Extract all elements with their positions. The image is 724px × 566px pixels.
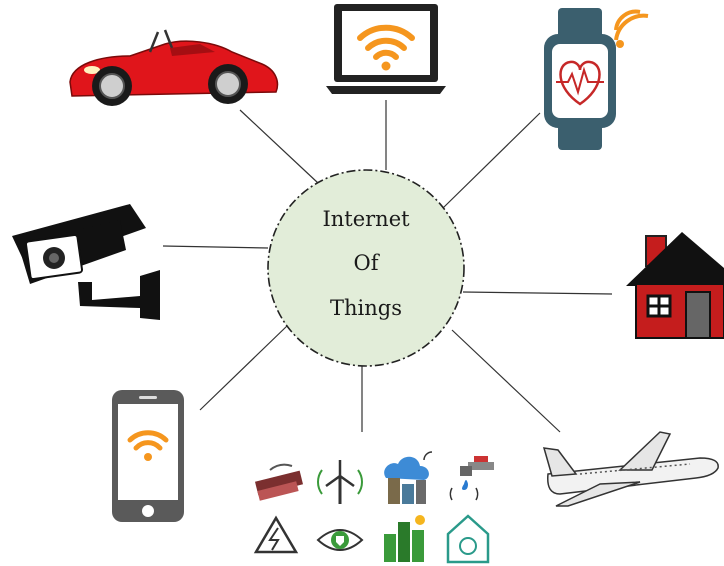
- cloud-city-icon: [384, 451, 433, 504]
- connector-camera: [162, 245, 269, 249]
- hub-label-line-2: Of: [354, 251, 381, 275]
- smartwatch-heartbeat-icon: [544, 8, 649, 150]
- hub-circle: [267, 169, 465, 367]
- hub-label-line-3: Things: [330, 296, 402, 320]
- smartphone-wifi-icon: [112, 390, 184, 522]
- recycle-energy-icon: [253, 515, 299, 554]
- connector-phone: [199, 324, 289, 411]
- connector-car: [239, 109, 319, 184]
- laptop-wifi-icon: [326, 4, 446, 94]
- hub-label-line-1: Internet: [322, 207, 410, 231]
- water-tap-icon: [449, 456, 494, 501]
- security-camera-icon: [12, 204, 160, 320]
- solar-city-icon: [384, 515, 425, 562]
- smart-house-icon: [446, 514, 490, 564]
- smart-home-icon: [626, 232, 724, 339]
- connector-house: [462, 291, 613, 295]
- wind-turbine-icon: [317, 460, 363, 504]
- eye-shield-icon: [316, 529, 364, 551]
- street-camera-icon: [254, 463, 304, 501]
- smart-city-icons-grid: [253, 451, 494, 564]
- airplane-icon: [542, 431, 719, 507]
- iot-hub: Internet Of Things: [267, 169, 465, 367]
- connector-airplane: [451, 329, 561, 433]
- connector-watch: [442, 112, 541, 209]
- connector-lines: [162, 100, 613, 433]
- sports-car-icon: [69, 29, 279, 106]
